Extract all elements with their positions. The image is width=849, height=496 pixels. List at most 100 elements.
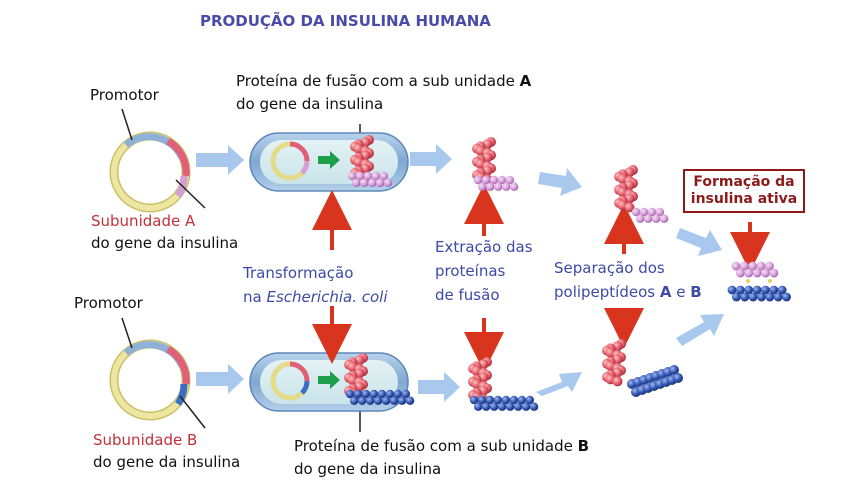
bead xyxy=(624,202,635,213)
bead xyxy=(381,396,391,405)
flow-arrows xyxy=(196,144,724,402)
bead xyxy=(357,396,367,405)
bead xyxy=(736,268,745,278)
plasmid-bottom xyxy=(109,339,191,421)
bead xyxy=(732,292,741,302)
flow-arrow-1 xyxy=(196,145,244,175)
fusion-label-top: Proteína de fusão com a sub unidade A xyxy=(236,72,531,90)
bead xyxy=(493,182,503,191)
promoter-label-bottom: Promotor xyxy=(74,294,143,312)
bead xyxy=(359,178,369,187)
fusion-label-bottom: Proteína de fusão com a sub unidade B xyxy=(294,437,589,455)
bead xyxy=(744,268,754,278)
bead xyxy=(525,395,535,405)
bead xyxy=(469,395,479,405)
bead xyxy=(371,171,381,181)
bead xyxy=(731,261,741,271)
bead xyxy=(651,214,661,223)
transformation-species: na Escherichia. coli xyxy=(243,288,388,306)
bead xyxy=(769,268,779,278)
gene-label-bottom: do gene da insulina xyxy=(93,453,241,471)
bead xyxy=(673,373,683,383)
bead xyxy=(383,178,393,187)
bead xyxy=(765,292,775,302)
bead xyxy=(478,182,487,191)
pointer-subunit-bottom xyxy=(179,395,206,429)
page-title: PRODUÇÃO DA INSULINA HUMANA xyxy=(200,12,491,30)
bead xyxy=(659,214,669,223)
separation-line1: Separação dos xyxy=(554,259,665,277)
bead xyxy=(517,395,527,405)
bead xyxy=(397,396,407,405)
bead xyxy=(655,207,665,217)
flow-arrow-8 xyxy=(676,314,724,346)
bead xyxy=(509,395,519,405)
bead xyxy=(748,292,758,302)
separation-b: B xyxy=(690,283,702,301)
bead xyxy=(485,395,495,405)
bead xyxy=(727,285,737,295)
bead xyxy=(493,395,503,405)
formation-box: Formação da insulina ativa xyxy=(683,169,805,213)
pointer-promoter-top xyxy=(121,108,133,141)
red-arrows xyxy=(312,184,770,372)
bead xyxy=(474,402,483,411)
protein-chains xyxy=(344,135,791,411)
bead xyxy=(740,292,750,302)
plasmid-top xyxy=(109,131,191,213)
extraction-line3: de fusão xyxy=(435,286,500,304)
bead xyxy=(756,261,766,271)
bead xyxy=(355,171,365,181)
bead xyxy=(647,207,657,217)
bead xyxy=(405,396,415,405)
bead xyxy=(513,402,523,411)
fusion-label-top-line2: do gene da insulina xyxy=(236,95,384,113)
bead xyxy=(744,285,754,295)
bead xyxy=(365,396,375,405)
bead xyxy=(746,279,750,283)
bead xyxy=(768,279,772,283)
bead xyxy=(497,402,507,411)
bead xyxy=(521,402,531,411)
flow-arrow-3 xyxy=(538,168,582,196)
transformation-species-name: Escherichia. coli xyxy=(266,288,388,306)
bead xyxy=(379,171,389,181)
separation-word: polipeptídeos xyxy=(554,283,656,301)
transformation-label: Transformação xyxy=(243,264,354,282)
bead xyxy=(352,178,361,187)
bead xyxy=(485,182,495,191)
bead xyxy=(761,285,770,295)
bead xyxy=(385,389,395,399)
expression-arrow-bottom xyxy=(318,371,340,389)
separation-a: A xyxy=(659,283,672,301)
flow-arrow-5 xyxy=(196,364,244,394)
bead xyxy=(389,396,399,405)
bead xyxy=(481,402,491,411)
bead xyxy=(501,395,511,405)
bead xyxy=(505,175,515,185)
bead xyxy=(782,292,791,302)
bead xyxy=(497,175,507,185)
subunit-label-bottom: Subunidade B xyxy=(93,431,198,449)
bead xyxy=(643,214,653,223)
bead xyxy=(361,389,371,399)
fusion-label-bottom-line2: do gene da insulina xyxy=(294,460,442,478)
formation-line2: insulina ativa xyxy=(690,191,798,207)
bead xyxy=(481,175,491,185)
flow-arrow-2 xyxy=(410,144,452,174)
bead xyxy=(369,389,379,399)
transformation-prefix: na xyxy=(243,288,262,306)
bead xyxy=(350,396,359,405)
flow-arrow-4 xyxy=(676,228,722,256)
subunit-label-top: Subunidade A xyxy=(91,212,196,230)
separation-and: e xyxy=(676,283,686,301)
bead xyxy=(669,365,679,375)
promoter-label-top: Promotor xyxy=(90,86,159,104)
bead xyxy=(777,285,787,295)
bead xyxy=(757,292,766,302)
bead xyxy=(401,389,411,399)
bead xyxy=(748,261,758,271)
bead xyxy=(752,268,762,278)
bead xyxy=(489,175,499,185)
extraction-line1: Extração das xyxy=(435,238,533,256)
